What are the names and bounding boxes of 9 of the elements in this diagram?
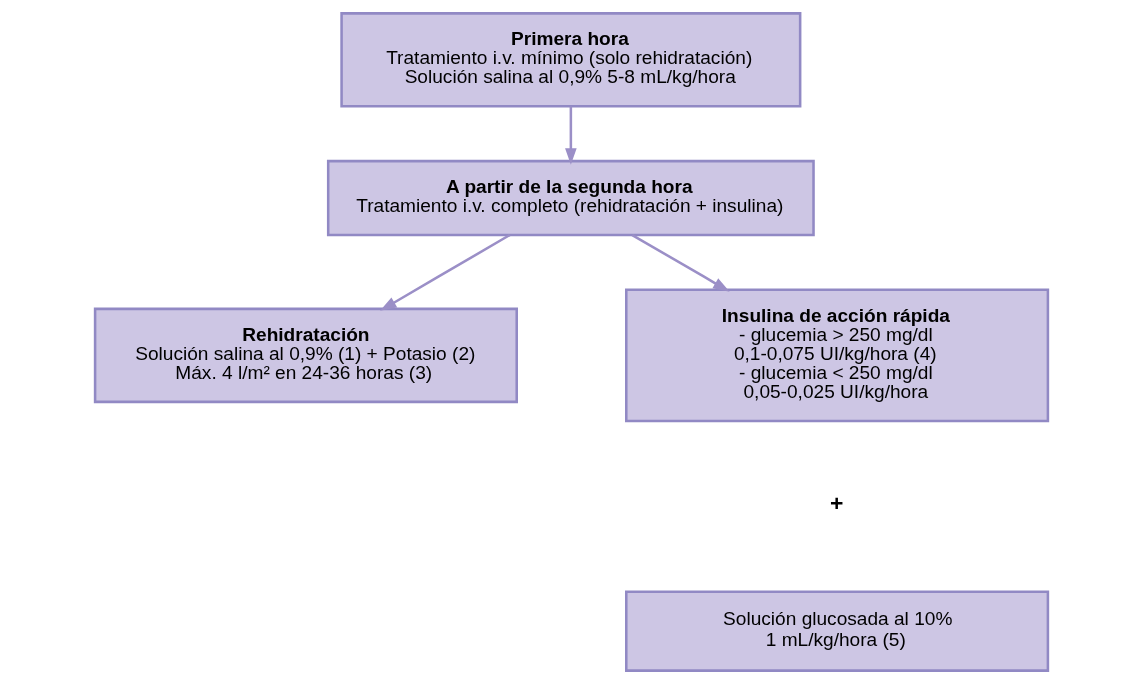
label: + [830,489,844,516]
node-box: Insulina de acción rápida - glucemia > 250 mg/dl 0,1-0,075 UI/kg/hora (4) - glucemia < 250 mg/dl 0,05-0,025 UI/kg/hora [625,288,1050,423]
arrow [565,106,577,165]
node-box: Rehidratación Solución salina al 0,9% (1) + Potasio (2) Máx. 4 l/m² en 24-36 horas (3) [93,307,518,404]
node-box: Primera hora Tratamiento i.v. mínimo (solo rehidratación) Solución salina al 0,9% 5-8 mL/kg/hora [340,12,802,108]
arrow [631,233,730,292]
node-box: Solución glucosada al 10% 1 mL/kg/hora (5) [625,590,1050,672]
node-box: A partir de la segunda hora Tratamiento i.v. completo (rehidratación + insulina) [326,159,815,237]
arrow [380,233,511,311]
